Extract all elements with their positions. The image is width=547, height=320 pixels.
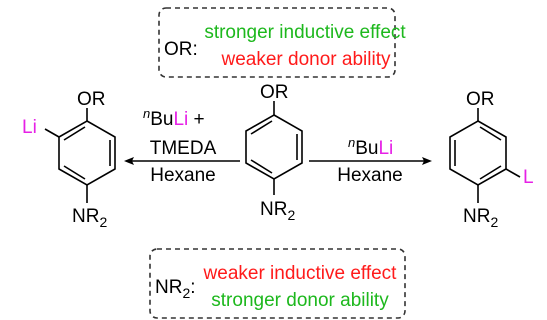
center-bottom-group-main: NR xyxy=(260,199,287,220)
bottom-box-border xyxy=(149,248,406,319)
right-arrow-reagent: nBuLi xyxy=(348,135,393,159)
right-bottom-group: NR2 xyxy=(463,206,498,230)
bottom-box-prefix: NR2: xyxy=(155,277,196,301)
right-reagent-metal: Li xyxy=(378,138,393,159)
center-top-group: OR xyxy=(260,82,289,103)
right-bottom-group-sub: 2 xyxy=(490,214,498,230)
center-ring xyxy=(245,101,303,195)
top-box-border xyxy=(158,7,396,78)
right-molecule: OR L NR2 xyxy=(449,89,534,230)
top-box-line2: weaker donor ability xyxy=(221,49,391,70)
top-box-line1: stronger inductive effect xyxy=(204,22,406,43)
left-reaction-arrow: nBuLi + TMEDA Hexane xyxy=(124,106,240,186)
left-top-group: OR xyxy=(77,89,106,110)
right-lithium-substituent: L xyxy=(523,167,534,188)
bottom-box-prefix-main: NR xyxy=(155,277,182,298)
right-arrow-head xyxy=(422,157,432,165)
left-molecule: OR Li NR2 xyxy=(22,89,116,230)
right-bottom-group-main: NR xyxy=(463,206,490,227)
left-arrow-reagent: nBuLi + xyxy=(143,106,205,130)
left-reagent-metal: Li xyxy=(173,109,188,130)
left-bottom-group-sub: 2 xyxy=(99,214,107,230)
top-box-prefix: OR: xyxy=(164,39,198,60)
center-molecule: OR NR2 xyxy=(245,82,303,223)
top-effect-box: OR: stronger inductive effect weaker don… xyxy=(158,7,406,78)
left-reagent-superscript: n xyxy=(143,106,150,121)
left-reagent-plus: + xyxy=(188,109,204,130)
left-lithium-substituent: Li xyxy=(22,117,37,138)
bottom-box-line1: weaker inductive effect xyxy=(203,263,398,284)
right-ring xyxy=(449,108,521,203)
left-arrow-solvent: Hexane xyxy=(150,165,216,186)
bottom-box-prefix-colon: : xyxy=(190,277,195,298)
center-bottom-group-sub: 2 xyxy=(287,207,295,223)
left-reagent-main: Bu xyxy=(150,109,173,130)
bottom-box-prefix-sub: 2 xyxy=(182,285,190,301)
right-arrow-solvent: Hexane xyxy=(337,165,403,186)
right-reagent-superscript: n xyxy=(348,135,355,150)
left-bottom-group: NR2 xyxy=(72,206,107,230)
bottom-effect-box: NR2: weaker inductive effect stronger do… xyxy=(149,248,406,319)
center-bottom-group: NR2 xyxy=(260,199,295,223)
left-arrow-head xyxy=(124,157,134,165)
left-bottom-group-main: NR xyxy=(72,206,99,227)
right-top-group: OR xyxy=(466,89,495,110)
right-reagent-main: Bu xyxy=(355,138,378,159)
left-arrow-additive: TMEDA xyxy=(150,138,217,159)
bottom-box-line2: stronger donor ability xyxy=(211,290,389,311)
right-reaction-arrow: nBuLi Hexane xyxy=(309,135,432,186)
left-ring xyxy=(44,108,116,203)
